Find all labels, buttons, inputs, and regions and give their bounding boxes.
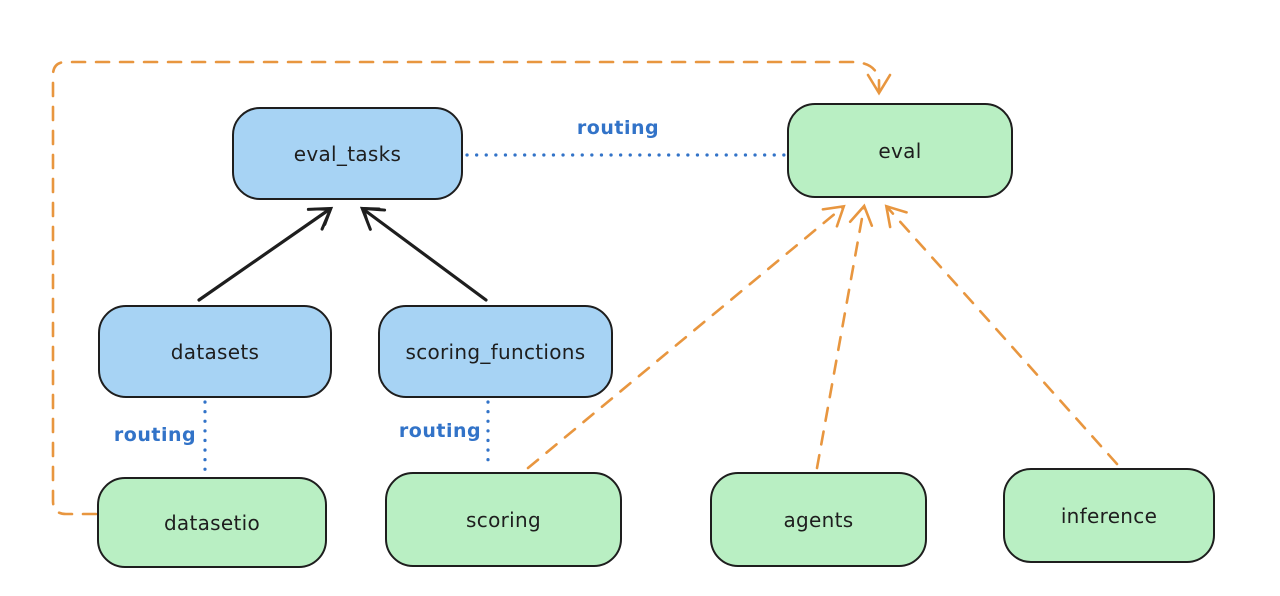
edge-agents-to-eval xyxy=(815,203,874,470)
node-scoring-label: scoring xyxy=(466,507,541,532)
node-eval[interactable]: eval xyxy=(787,103,1013,198)
node-scoring[interactable]: scoring xyxy=(385,472,622,567)
node-agents-label: agents xyxy=(783,507,854,532)
node-datasetio-label: datasetio xyxy=(163,510,261,535)
node-scoring-functions-label: scoring_functions xyxy=(405,339,586,364)
edge-datasetio-to-eval-loop xyxy=(51,60,892,516)
node-eval-label: eval xyxy=(878,138,922,163)
node-inference-label: inference xyxy=(1060,503,1158,528)
node-scoring-functions[interactable]: scoring_functions xyxy=(378,305,613,398)
node-datasets-label: datasets xyxy=(170,339,260,364)
node-eval-tasks-label: eval_tasks xyxy=(293,141,402,166)
node-datasets[interactable]: datasets xyxy=(98,305,332,398)
edge-label-routing-scoring: routing xyxy=(398,420,482,442)
edge-scoring-functions-to-eval-tasks xyxy=(359,206,488,302)
edge-label-routing-eval: routing xyxy=(576,117,660,139)
edge-inference-to-eval xyxy=(884,204,1119,466)
edge-label-routing-datasetio: routing xyxy=(113,424,197,446)
node-agents[interactable]: agents xyxy=(710,472,927,567)
edge-datasets-to-eval-tasks xyxy=(197,206,334,302)
node-datasetio[interactable]: datasetio xyxy=(97,477,327,568)
node-eval-tasks[interactable]: eval_tasks xyxy=(232,107,463,200)
node-inference[interactable]: inference xyxy=(1003,468,1215,563)
